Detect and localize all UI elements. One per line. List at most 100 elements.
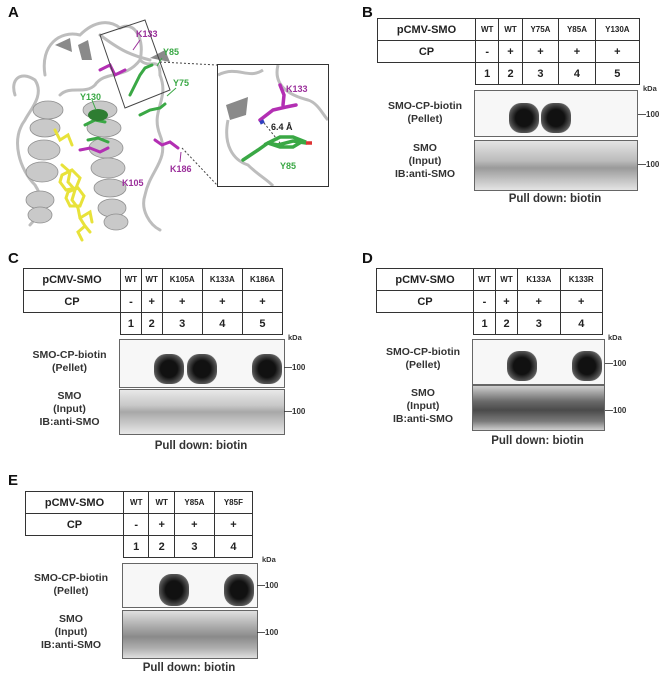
pellet-label-line2: (Pellet) [51, 362, 87, 374]
kda-label: kDa [608, 333, 622, 342]
panel-c-input-blot [119, 389, 285, 435]
band [507, 351, 537, 381]
marker-value: 100 [613, 359, 627, 368]
input-label-line1: SMO [57, 390, 82, 402]
lane-number: 1 [122, 535, 150, 558]
construct: K133R [559, 268, 603, 291]
header-cp: CP [25, 513, 124, 536]
input-label-line2: (Input) [53, 403, 86, 415]
lane-number: 2 [148, 535, 175, 558]
pellet-label-line2: (Pellet) [405, 359, 441, 371]
input-row-label: SMO (Input) IB:anti-SMO [20, 390, 119, 429]
input-row-label: SMO (Input) IB:anti-SMO [20, 613, 122, 652]
input-label-line1: SMO [59, 613, 83, 625]
cp-value: + [594, 40, 641, 63]
panel-d-letter: D [362, 250, 373, 267]
marker-100: —100 [638, 160, 660, 169]
lane-number: 4 [213, 535, 254, 558]
input-label-line2: (Input) [54, 626, 88, 638]
header-pcmv-smo: pCMV-SMO [25, 491, 124, 514]
panel-e-letter: E [8, 472, 19, 489]
panel-c-letter: C [8, 250, 19, 267]
marker-value: 100 [646, 160, 660, 169]
label-k105: K105 [122, 178, 144, 188]
panel-b-condition-table: pCMV-SMO WT WT Y75A Y85A Y130A CP - + + … [377, 18, 641, 85]
kda-label: kDa [262, 555, 276, 564]
label-k133: K133 [136, 29, 158, 39]
cp-value: + [173, 513, 215, 536]
panel-b-letter: B [362, 4, 373, 21]
construct: K186A [241, 268, 284, 291]
panel-a-letter: A [8, 4, 19, 21]
pulldown-label: Pull down: biotin [508, 193, 602, 205]
lane-number: 3 [517, 312, 561, 335]
panel-d-input-blot [472, 385, 605, 431]
input-label-line3: IB:anti-SMO [394, 168, 456, 180]
marker-value: 100 [265, 581, 279, 590]
zoom-inset: K133 6.4 Å Y85 [217, 64, 329, 187]
marker-value: 100 [265, 628, 279, 637]
lane-number: 2 [495, 312, 519, 335]
kda-label: kDa [288, 333, 302, 342]
pellet-row-label: SMO-CP-biotin (Pellet) [20, 572, 122, 598]
label-y75: Y75 [173, 78, 190, 88]
lane-number: 5 [594, 62, 641, 85]
lane-number: 2 [498, 62, 523, 85]
label-y130: Y130 [80, 92, 102, 102]
cp-value: + [161, 290, 203, 313]
construct: WT [120, 268, 142, 291]
lane-number: 4 [558, 62, 596, 85]
marker-100: —100 [638, 110, 660, 119]
construct: Y85A [558, 18, 596, 41]
marker-100: —100 [257, 628, 279, 637]
pellet-label-line1: SMO-CP-biotin [33, 572, 109, 584]
panel-b-input-blot [474, 140, 638, 191]
input-row-label: SMO (Input) IB:anti-SMO [376, 142, 474, 181]
pulldown-label: Pull down: biotin [142, 662, 236, 674]
construct: Y130A [594, 18, 641, 41]
construct: WT [474, 18, 500, 41]
band [224, 574, 254, 606]
lane-number: 4 [201, 312, 243, 335]
header-cp: CP [377, 40, 476, 63]
construct: WT [495, 268, 519, 291]
construct: WT [472, 268, 497, 291]
cp-value: + [517, 290, 561, 313]
pellet-row-label: SMO-CP-biotin (Pellet) [376, 100, 474, 126]
band [252, 354, 282, 384]
panel-d-pellet-blot [472, 339, 605, 385]
pellet-label-line1: SMO-CP-biotin [385, 346, 461, 358]
construct: WT [122, 491, 150, 514]
construct: Y85F [213, 491, 254, 514]
pellet-label-line2: (Pellet) [407, 113, 443, 125]
header-cp: CP [23, 290, 121, 313]
input-row-label: SMO (Input) IB:anti-SMO [374, 387, 472, 426]
marker-100: —100 [284, 407, 306, 416]
lane-number: 1 [472, 312, 497, 335]
pellet-row-label: SMO-CP-biotin (Pellet) [374, 346, 472, 372]
cp-value: + [201, 290, 243, 313]
protein-structure: K133 Y85 Y75 Y130 K105 K186 K133 6.4 Å Y… [0, 0, 340, 250]
cp-value: + [559, 290, 603, 313]
pulldown-label: Pull down: biotin [154, 440, 248, 452]
band [572, 351, 602, 381]
inset-structure-icon [218, 65, 328, 186]
header-pcmv-smo: pCMV-SMO [376, 268, 474, 291]
input-label-line3: IB:anti-SMO [392, 413, 454, 425]
cp-value: + [521, 40, 560, 63]
inset-distance-label: 6.4 Å [271, 122, 293, 132]
band [154, 354, 184, 384]
input-label-line2: (Input) [408, 155, 442, 167]
marker-100: —100 [284, 363, 306, 372]
lane-number: 3 [521, 62, 560, 85]
lane-number: 3 [173, 535, 215, 558]
cp-value: - [120, 290, 142, 313]
pellet-row-label: SMO-CP-biotin (Pellet) [20, 349, 119, 375]
marker-100: —100 [257, 581, 279, 590]
marker-value: 100 [292, 363, 306, 372]
cp-value: + [213, 513, 254, 536]
lane-number: 4 [559, 312, 603, 335]
marker-value: 100 [613, 406, 627, 415]
panel-c-condition-table: pCMV-SMO WT WT K105A K133A K186A CP - + … [23, 268, 284, 335]
cp-value: + [140, 290, 163, 313]
